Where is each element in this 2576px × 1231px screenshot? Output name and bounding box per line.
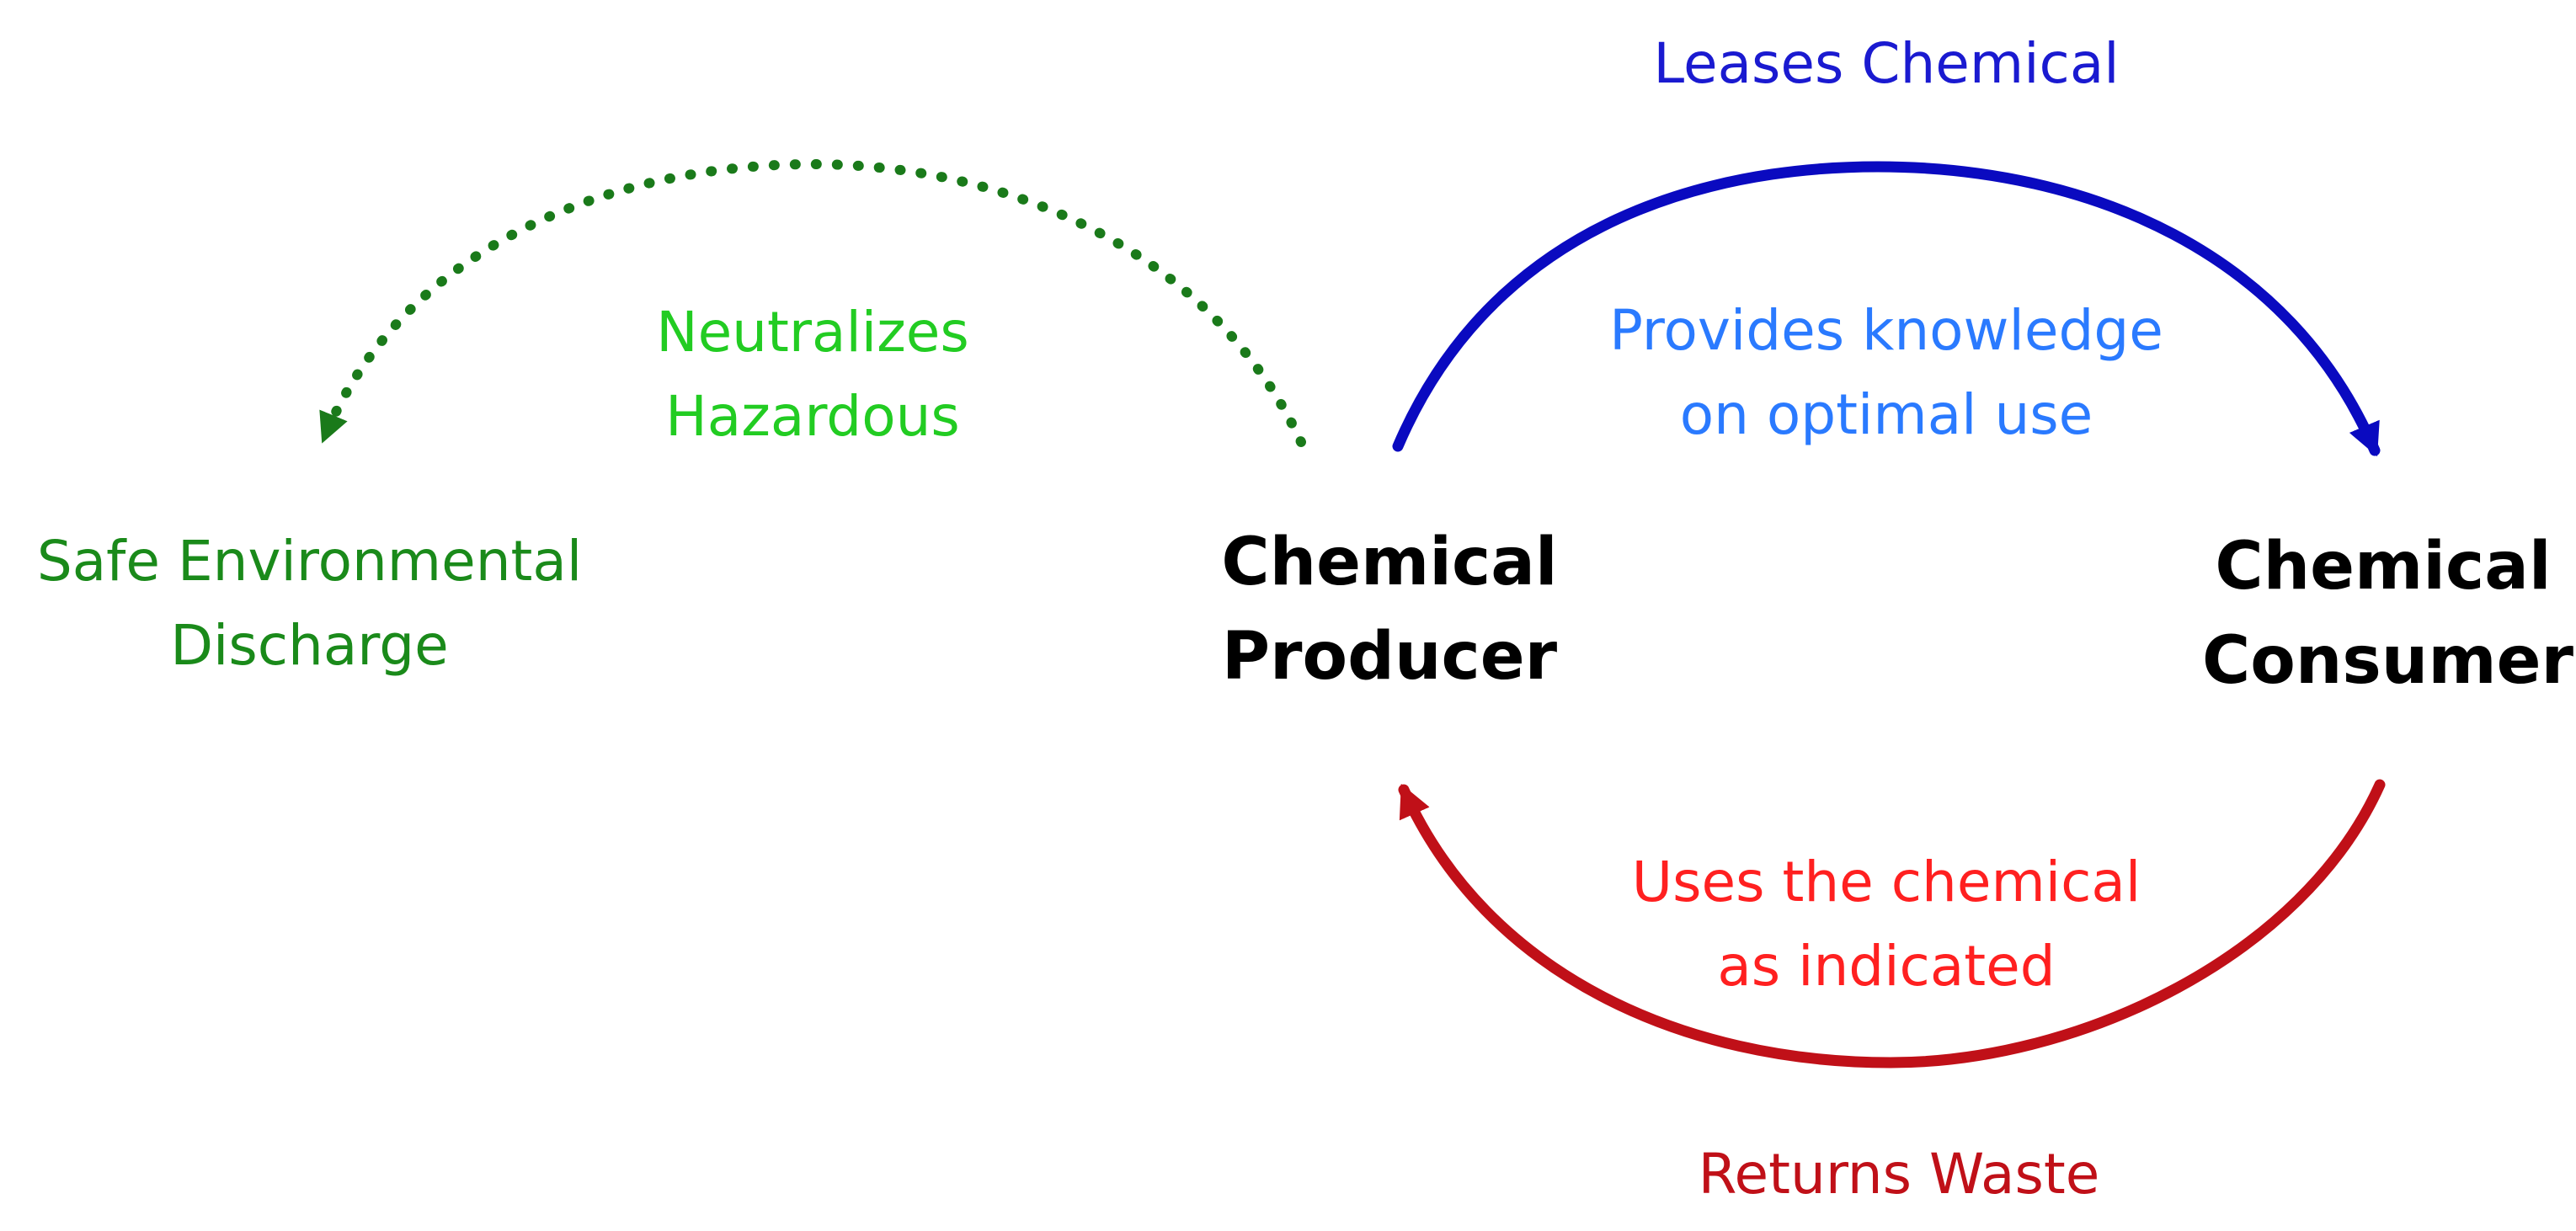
provides-knowledge-label: Provides knowledge on optimal use [1541,289,2232,457]
returns-waste-label: Returns Waste [1583,1132,2215,1217]
producer-line2: Producer [1221,619,1558,695]
lease-arrow [1392,161,2381,457]
neutralizes-hazardous-label: Neutralizes Hazardous [539,290,1086,459]
returns-title: Returns Waste [1698,1142,2100,1207]
discharge-line2: Discharge [170,613,449,678]
discharge-line1: Safe Environmental [36,529,583,594]
return-waste-arrow [1398,779,2386,1068]
knowledge-line1: Provides knowledge [1609,298,2163,363]
neutralize-arrow [319,158,1306,447]
knowledge-line2: on optimal use [1679,382,2093,447]
neutralizes-line1: Neutralizes [656,300,969,365]
consumer-line2: Consumer [2202,623,2573,699]
leases-title: Leases Chemical [1653,31,2120,96]
chemical-consumer-node: Chemical Consumer [2202,520,2573,708]
uses-chemical-label: Uses the chemical as indicated [1549,840,2223,1009]
chemical-producer-node: Chemical Producer [1221,515,1558,704]
producer-line1: Chemical [1221,525,1558,600]
uses-line2: as indicated [1717,934,2056,999]
consumer-line1: Chemical [2215,529,2552,605]
uses-line1: Uses the chemical [1631,850,2141,914]
safe-environmental-discharge-node: Safe Environmental Discharge [8,520,611,688]
neutralizes-line2: Hazardous [665,384,960,449]
leases-chemical-label: Leases Chemical [1583,22,2189,106]
